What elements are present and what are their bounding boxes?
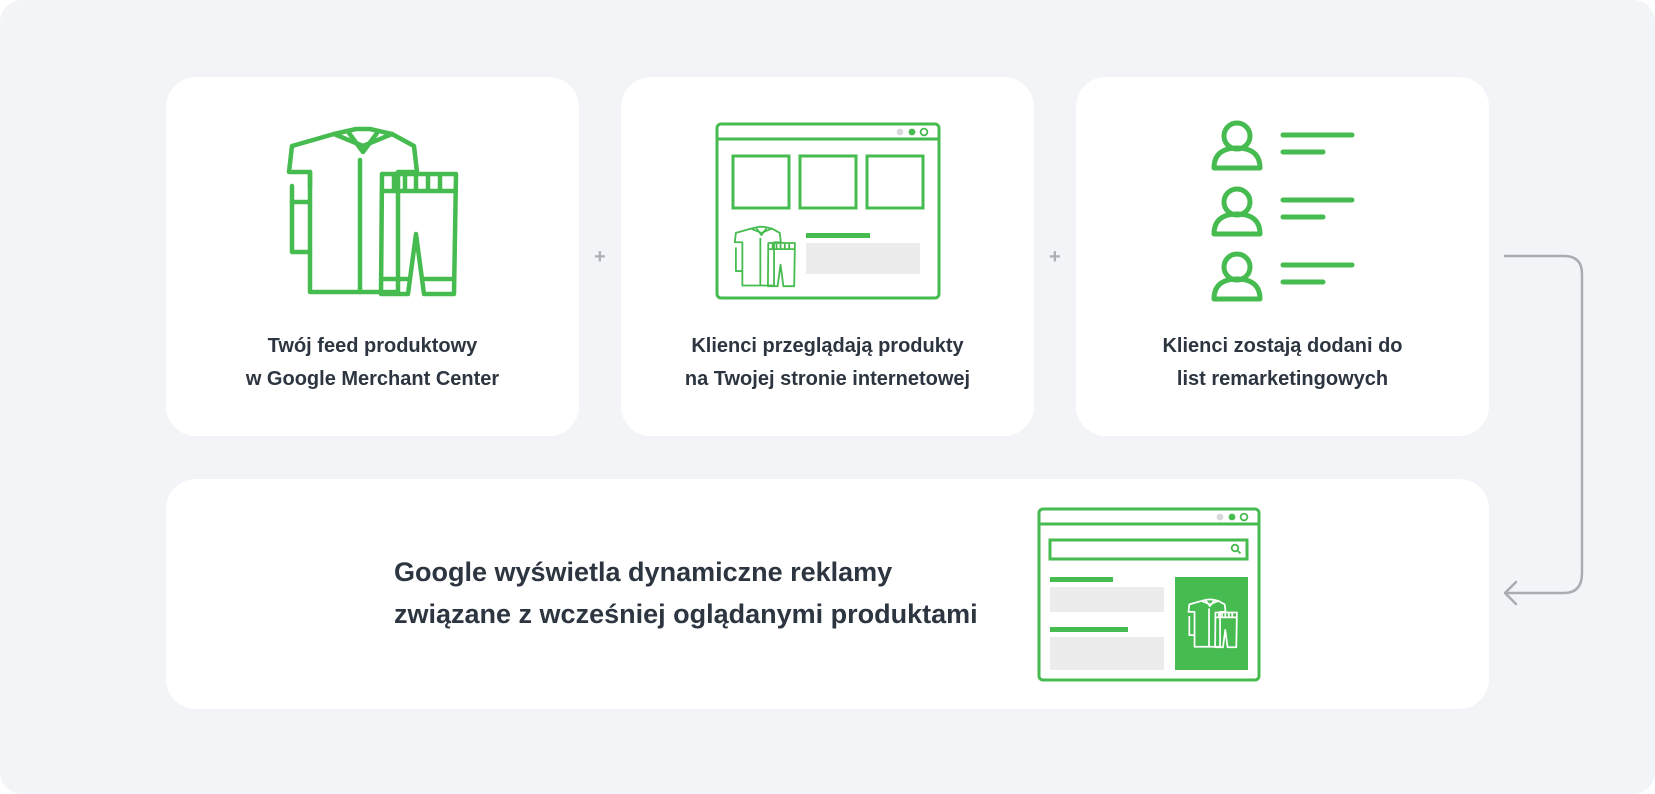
- plus-separator: +: [594, 246, 606, 268]
- result-caption-line2: związane z wcześniej oglądanymi produkta…: [394, 599, 978, 629]
- result-caption: Google wyświetla dynamiczne reklamy zwią…: [394, 551, 978, 635]
- browser-ad-icon: [1037, 507, 1261, 682]
- step-caption-line2: list remarketingowych: [1176, 368, 1389, 390]
- clothing-icon: [286, 126, 459, 297]
- step-caption-line1: Twój feed produktowy: [267, 335, 478, 357]
- user-list-icon: [1211, 120, 1355, 302]
- step-card-browsing: Klienci przeglądają produkty na Twojej s…: [621, 77, 1034, 436]
- browser-products-icon: [715, 122, 941, 300]
- step-caption-line1: Klienci zostają dodani do: [1162, 335, 1403, 357]
- plus-separator: +: [1049, 246, 1061, 268]
- connector-arrow: [1503, 254, 1584, 606]
- step-card-remarketing: Klienci zostają dodani do list remarketi…: [1076, 77, 1489, 436]
- result-caption-line1: Google wyświetla dynamiczne reklamy: [394, 557, 893, 587]
- result-card: Google wyświetla dynamiczne reklamy zwią…: [166, 479, 1489, 709]
- search-icon: [1230, 543, 1242, 555]
- step-caption-feed: Twój feed produktowy w Google Merchant C…: [166, 330, 579, 396]
- step-caption-line2: na Twojej stronie internetowej: [684, 368, 971, 390]
- step-caption-line2: w Google Merchant Center: [245, 368, 500, 390]
- step-caption-line1: Klienci przeglądają produkty: [691, 335, 964, 357]
- step-caption-remarketing: Klienci zostają dodani do list remarketi…: [1076, 330, 1489, 396]
- step-caption-browsing: Klienci przeglądają produkty na Twojej s…: [621, 330, 1034, 396]
- step-card-feed: Twój feed produktowy w Google Merchant C…: [166, 77, 579, 436]
